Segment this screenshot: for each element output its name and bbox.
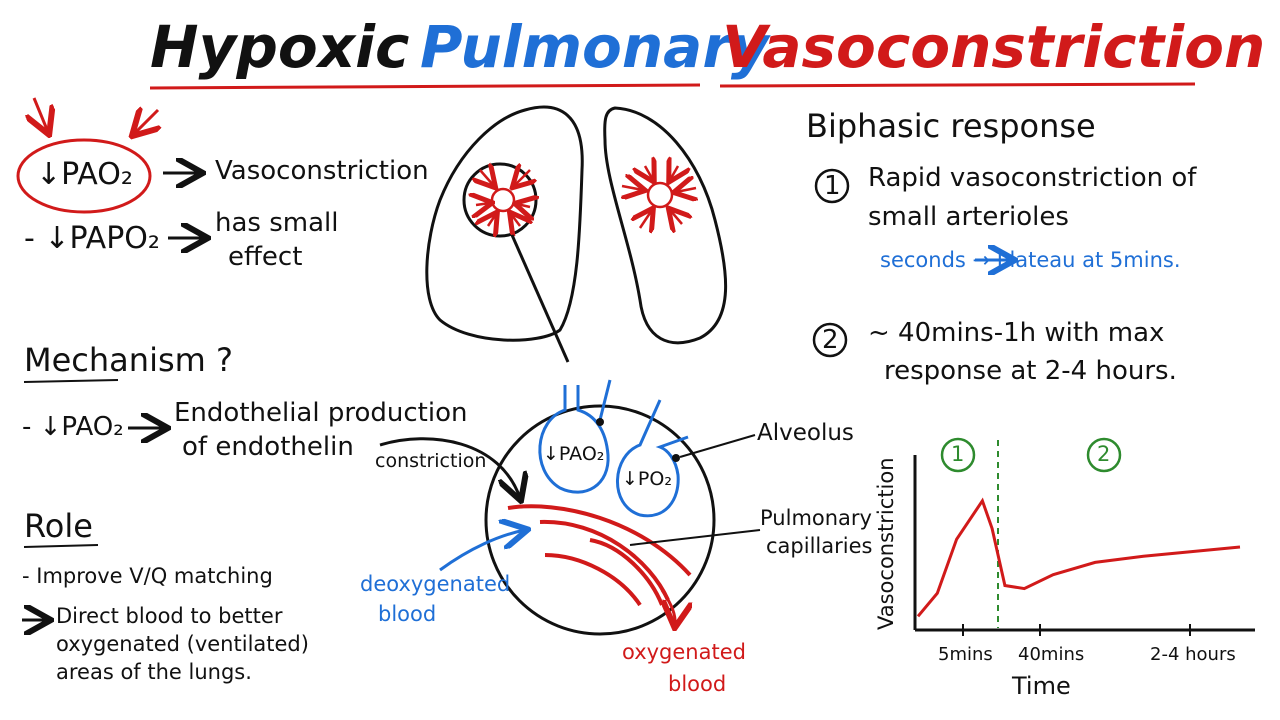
phase2-line2: response at 2-4 hours. xyxy=(884,356,1177,386)
chart-phase1-label: 1 xyxy=(951,442,965,466)
papo2-result-line1: has small xyxy=(215,208,339,238)
papo2-result-line2: effect xyxy=(228,242,303,272)
title-word-hypoxic: Hypoxic xyxy=(150,13,410,81)
chart xyxy=(913,437,1255,636)
left-alveolus-constricting xyxy=(490,187,516,213)
phase2-number: 2 xyxy=(822,325,839,355)
chart-series-line xyxy=(916,497,1241,618)
phase1-number: 1 xyxy=(824,171,841,201)
title-word-vasoconstriction: Vasoconstriction xyxy=(722,13,1266,81)
phase1-line1: Rapid vasoconstriction of xyxy=(868,163,1197,193)
biphasic-heading: Biphasic response xyxy=(806,107,1096,145)
phase1-circle xyxy=(814,168,850,204)
capillary-2 xyxy=(539,519,670,601)
mechanism-effect-line1: Endothelial production xyxy=(174,398,468,428)
zoom-connector xyxy=(510,234,570,363)
role-underline xyxy=(23,544,99,548)
oxygenated-label-line1: oxygenated xyxy=(622,640,746,664)
mechanism-effect-line2: of endothelin xyxy=(182,432,354,462)
chart-phase2-label: 2 xyxy=(1097,442,1111,466)
alveolus-po2-label: ↓PO₂ xyxy=(622,468,672,490)
title-underline-right xyxy=(719,82,1196,88)
papo2-label: - ↓PAPO₂ xyxy=(24,221,160,256)
phase2-line1: ~ 40mins-1h with max xyxy=(868,318,1165,348)
title-word-pulmonary: Pulmonary xyxy=(420,13,769,81)
pao2-result: Vasoconstriction xyxy=(215,156,429,186)
right-alveolus-constricting xyxy=(646,181,674,209)
alveolus-2 xyxy=(598,379,612,421)
phase2-circle xyxy=(812,322,848,358)
magnified-circle xyxy=(484,404,716,636)
chart-x-tick-label-2-4hours: 2-4 hours xyxy=(1150,644,1236,665)
role-item-1: - Improve V/Q matching xyxy=(22,564,273,588)
mechanism-cause: - ↓PAO₂ xyxy=(22,412,124,442)
deoxygenated-label-line1: deoxygenated xyxy=(360,572,511,596)
title-underline xyxy=(149,83,701,90)
left-constriction-arrows xyxy=(476,170,530,226)
capillary-pointer xyxy=(629,529,761,546)
pao2-label: ↓PAO₂ xyxy=(36,157,133,192)
chart-phase2-circle xyxy=(1086,437,1122,473)
role-item-2-line2: oxygenated (ventilated) xyxy=(56,632,309,656)
deoxygenated-label-line2: blood xyxy=(378,602,437,626)
capillary-3 xyxy=(544,553,642,607)
constriction-label: constriction xyxy=(375,450,487,472)
constriction-arrow xyxy=(379,437,520,498)
capillary-4 xyxy=(589,538,664,606)
chart-phase1-circle xyxy=(940,437,976,473)
role-item-2-line3: areas of the lungs. xyxy=(56,660,252,684)
chart-y-label: Vasoconstriction xyxy=(874,457,898,630)
left-lung xyxy=(425,105,584,342)
deoxygenated-arrow xyxy=(439,530,525,572)
pao2-arrow-right xyxy=(134,110,158,134)
alveolus-node-1 xyxy=(596,418,604,426)
phase1-line2: small arterioles xyxy=(868,202,1069,232)
mechanism-heading: Mechanism ? xyxy=(24,341,233,379)
mechanism-underline xyxy=(23,379,119,383)
capillaries-label-line2: capillaries xyxy=(766,534,873,558)
phase1-note: seconds → Plateau at 5mins. xyxy=(880,248,1181,272)
pao2-highlight-circle xyxy=(16,138,152,214)
role-item-2-line1: Direct blood to better xyxy=(56,604,283,628)
chart-x-tick-label-5mins: 5mins xyxy=(938,644,993,665)
right-lung xyxy=(603,106,728,345)
alveolus-pao2-label: ↓PAO₂ xyxy=(543,443,605,465)
alveolus-pointer xyxy=(679,434,756,458)
role-heading: Role xyxy=(24,507,93,545)
alveolus-label: Alveolus xyxy=(757,420,854,446)
alveolus-1 xyxy=(538,385,610,494)
capillaries-label-line1: Pulmonary xyxy=(760,506,872,530)
right-constriction-arrows xyxy=(622,166,696,228)
chart-x-tick-label-40mins: 40mins xyxy=(1018,644,1085,665)
chart-x-label: Time xyxy=(1012,672,1071,700)
alveolus-node-2 xyxy=(672,454,680,462)
alveolus-3 xyxy=(616,399,689,518)
pao2-arrow-left xyxy=(34,97,48,132)
oxygenated-label-line2: blood xyxy=(668,672,727,696)
oxygenated-arrow xyxy=(662,589,675,625)
